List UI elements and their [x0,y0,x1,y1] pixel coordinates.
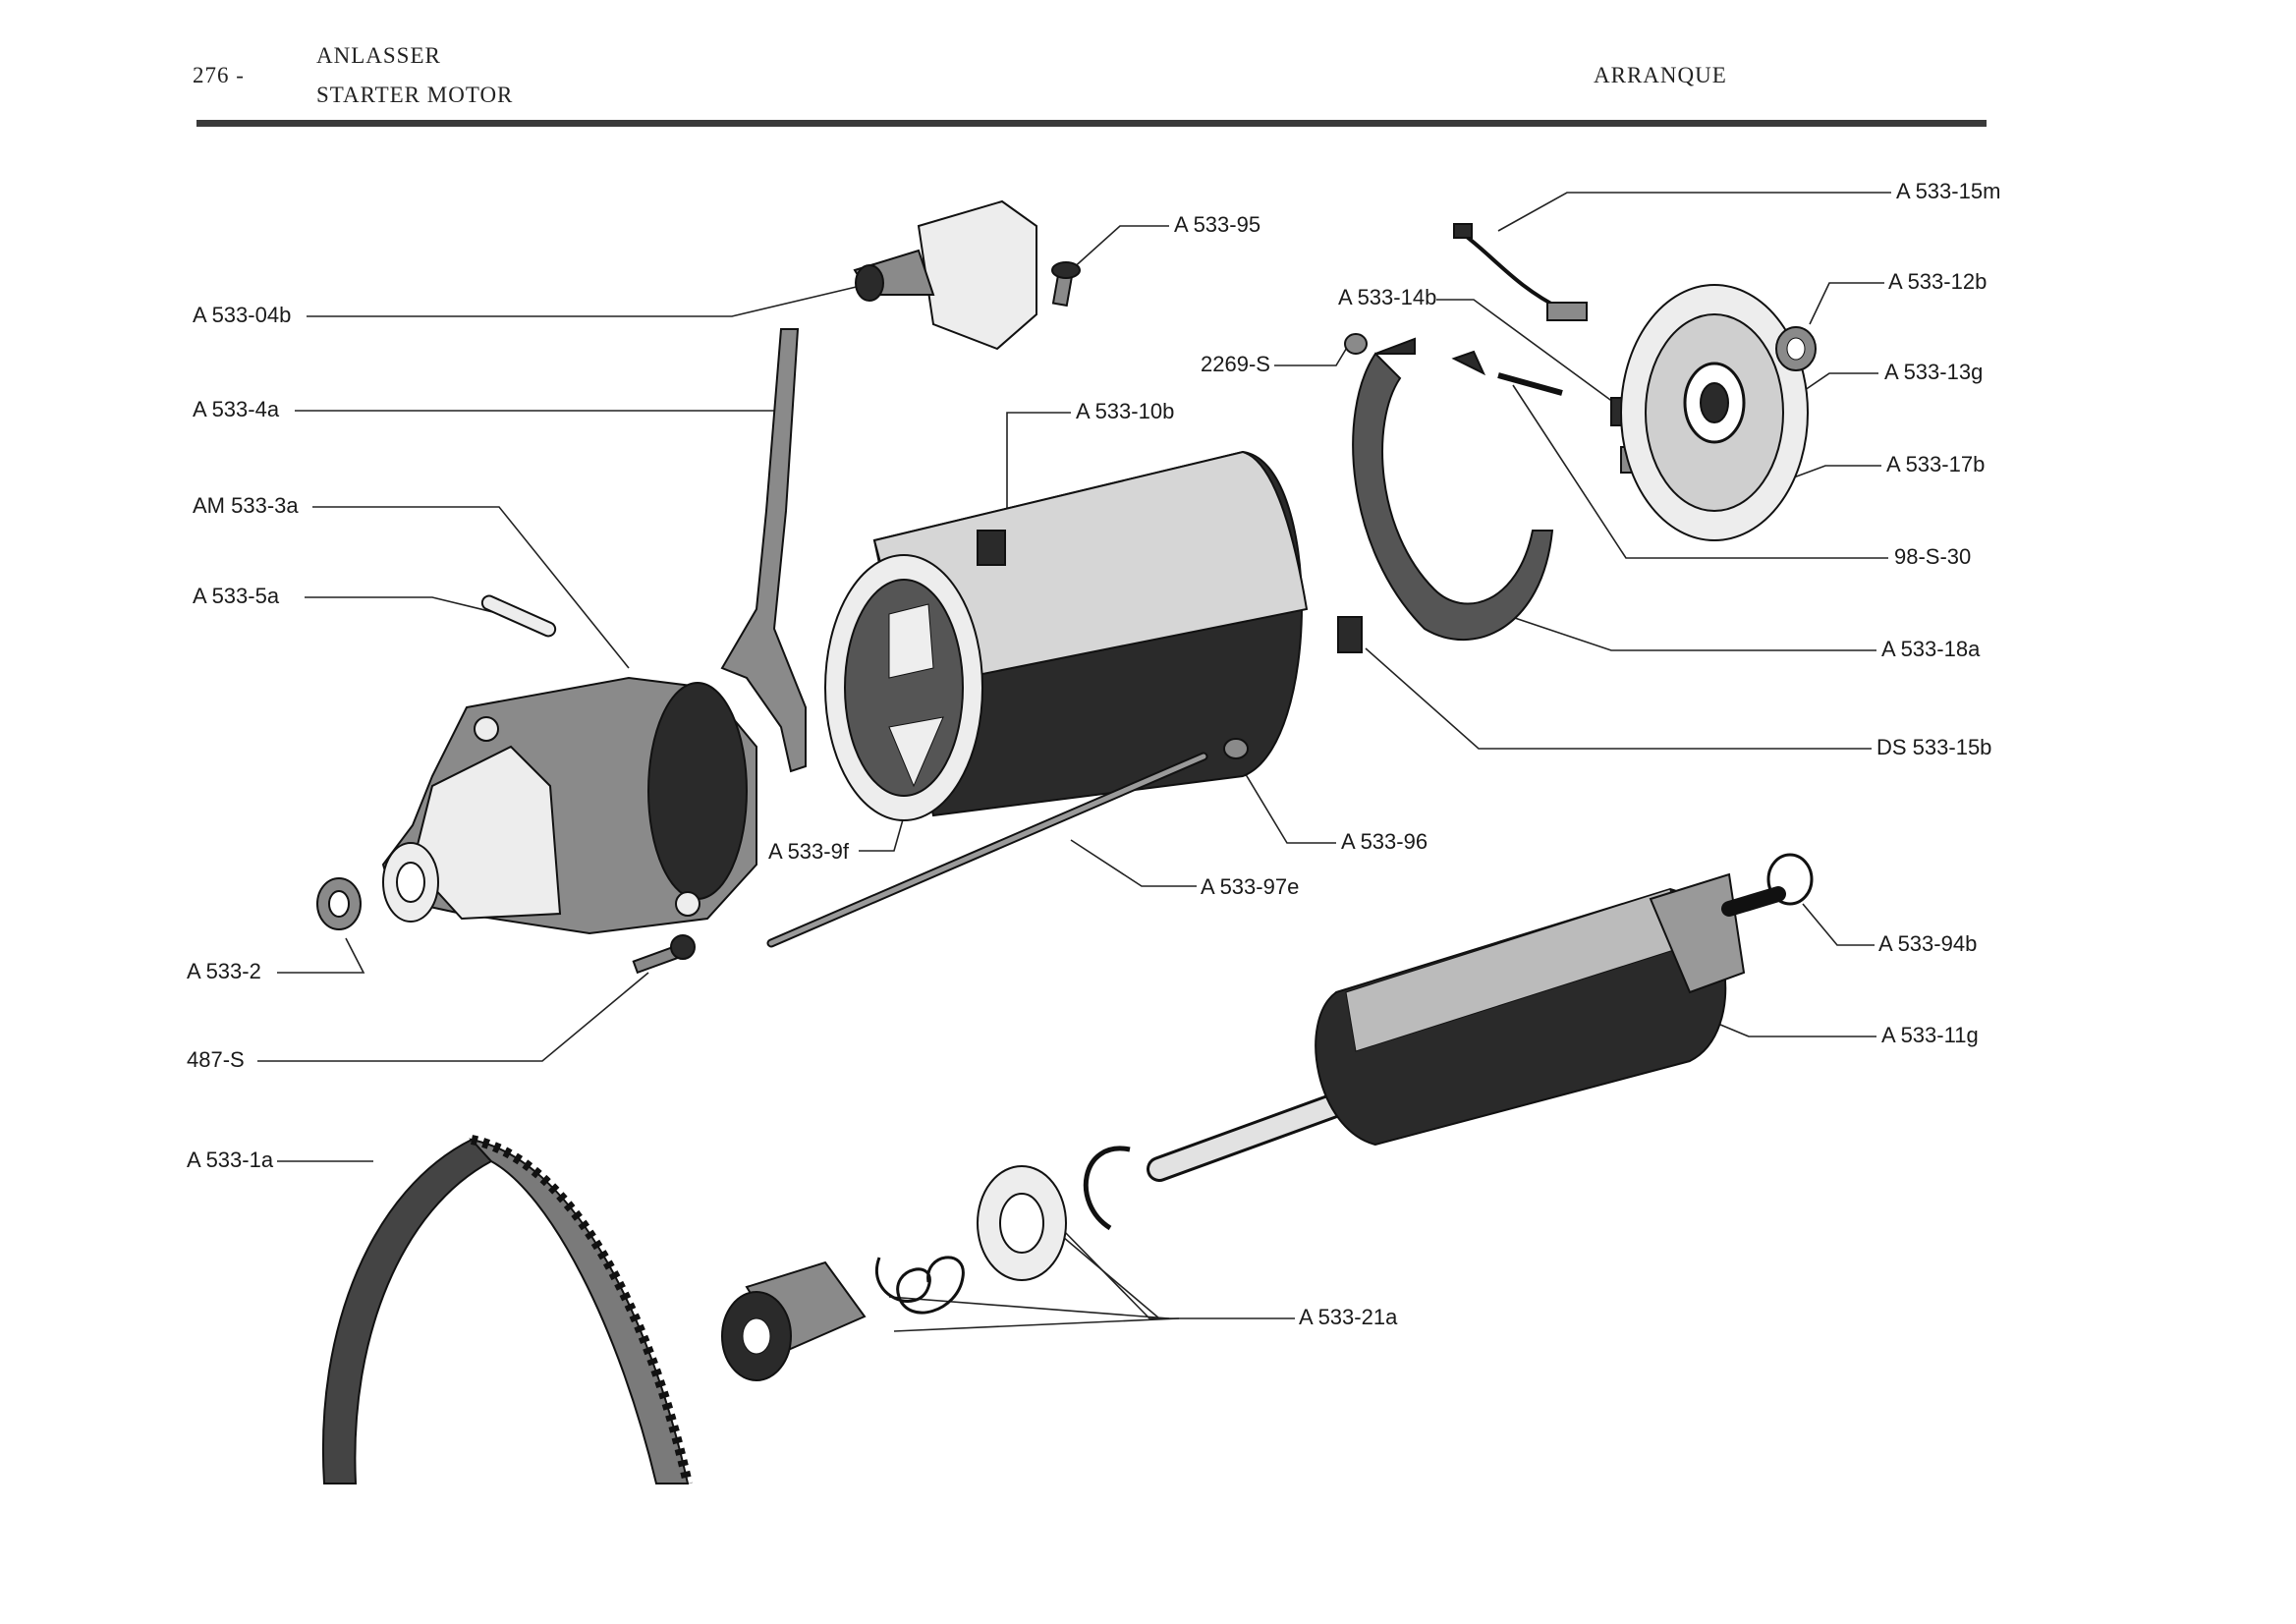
leader-98-s-30 [1512,384,1888,559]
yoke-housing [824,450,1363,821]
title-german: ANLASSER [316,43,441,68]
label-a533-1a: A 533-1a [187,1148,274,1172]
leader-a533-17b [1782,465,1881,482]
leader-a533-18a [1502,613,1876,651]
label-487-s: 487-S [187,1047,245,1072]
label-ds533-15b: DS 533-15b [1876,735,1992,759]
label-a533-17b: A 533-17b [1886,452,1986,476]
leader-am533-3a [312,506,630,669]
solenoid-switch [853,199,1037,351]
washer-a533-94b [1766,853,1814,906]
drive-pinion-assembly [721,1146,1131,1381]
label-a533-2: A 533-2 [187,959,261,983]
leader-a533-10b [1006,412,1071,531]
label-a533-11g: A 533-11g [1881,1023,1979,1047]
label-a533-13g: A 533-13g [1884,360,1984,384]
label-2269-s: 2269-S [1201,352,1270,376]
shift-fork [720,328,807,773]
header-rule [196,120,1987,127]
leader-a533-95 [1070,225,1169,271]
label-a533-95: A 533-95 [1174,212,1261,237]
label-a533-04b: A 533-04b [193,303,292,327]
bolt-a533-95 [1051,261,1081,308]
label-a533-10b: A 533-10b [1076,399,1175,423]
armature [1147,872,1786,1182]
title-english: STARTER MOTOR [316,83,514,107]
title-spanish: ARRANQUE [1594,63,1727,87]
brush-lead [1453,223,1588,321]
leader-a533-2 [277,937,365,974]
cover-band [1352,337,1554,642]
end-plate [1620,284,1809,541]
label-98-s-30: 98-S-30 [1894,544,1972,569]
label-am533-3a: AM 533-3a [193,493,299,518]
label-a533-9f: A 533-9f [768,839,849,864]
leader-a533-04b [307,284,866,317]
leader-lines [257,192,1891,1332]
label-a533-4a: A 533-4a [193,397,280,421]
leader-2269-s [1274,345,1349,366]
leader-a533-14b [1436,299,1622,409]
leader-a533-96 [1237,760,1336,844]
label-a533-5a: A 533-5a [193,584,280,608]
ring-gear [322,1135,693,1485]
nut-a533-96 [1223,738,1249,759]
through-bolt [766,752,1208,948]
leader-a533-21a [1060,1227,1295,1319]
washer-2269-s [1344,333,1368,355]
leader-a533-12b [1809,282,1884,325]
label-a533-14b: A 533-14b [1338,285,1437,309]
screw-98-s-30 [1497,372,1563,396]
page-number: 276 - [193,63,245,87]
pivot-pin [480,594,557,638]
leader-a533-15m [1497,192,1891,232]
leader-a533-94b [1802,903,1875,946]
label-a533-96: A 533-96 [1341,829,1428,854]
leader-ds533-15b [1365,647,1872,750]
label-a533-15m: A 533-15m [1896,179,2001,203]
rear-bushing [1775,326,1817,371]
screw-487-s [632,934,696,975]
label-a533-12b: A 533-12b [1888,269,1988,294]
label-a533-21a: A 533-21a [1299,1305,1398,1329]
front-bushing [316,877,362,930]
label-a533-97e: A 533-97e [1201,874,1300,899]
leader-a533-97e [1070,839,1197,887]
label-a533-94b: A 533-94b [1878,931,1978,956]
drive-end-housing [381,676,757,935]
label-a533-18a: A 533-18a [1881,637,1981,661]
leader-a533-5a [305,596,502,615]
leader-487-s [257,972,649,1062]
